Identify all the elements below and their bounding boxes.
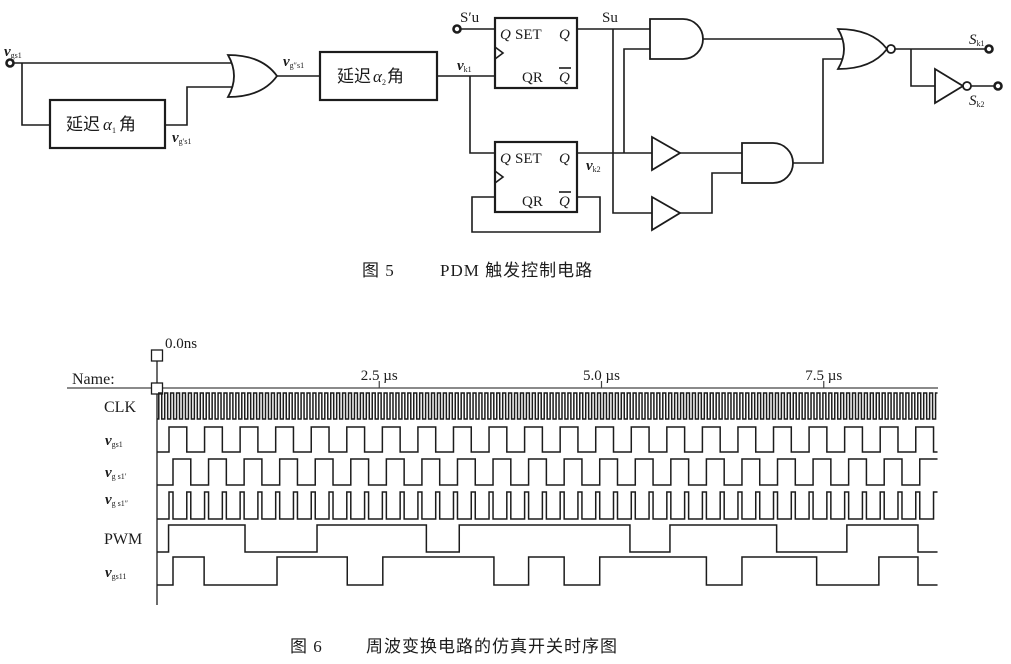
terminal-sk1-output xyxy=(984,44,994,54)
ff2-q-input: Q xyxy=(500,151,511,167)
label-vg-dprime-s1: vg″s1 xyxy=(283,54,304,70)
ff1-set-label: SET xyxy=(515,27,542,43)
signal-label-vgs1-double-prime: vg s1″ xyxy=(105,492,128,508)
inverter xyxy=(934,67,965,105)
figure-6-title: 周波变换电路的仿真开关时序图 xyxy=(366,637,618,656)
and-gate-2 xyxy=(741,142,794,184)
figure-6-number: 图 6 xyxy=(290,637,323,656)
ff2-set-label: SET xyxy=(515,151,542,167)
wire-su-to-buffer2 xyxy=(612,29,652,214)
waveform-clk xyxy=(157,392,938,420)
timing-diagram: Name: 0.0ns 2.5 µs 5.0 µs 7.5 µs CLK vgs… xyxy=(67,336,938,605)
and-gate-1 xyxy=(649,18,704,60)
ff1-qr-label: QR xyxy=(522,70,543,86)
cursor-handle-top[interactable] xyxy=(150,349,164,362)
ff2-qbar-output: Q xyxy=(559,194,570,210)
label-s-prime-u: S′u xyxy=(460,10,480,26)
wire-vgs1-to-delay1 xyxy=(21,63,50,126)
signal-label-clk: CLK xyxy=(104,399,136,416)
ff1-q-input: Q xyxy=(500,27,511,43)
buffer-2 xyxy=(651,195,682,232)
waveforms xyxy=(157,392,938,586)
wire-nor-to-inverter xyxy=(910,49,935,87)
signal-label-vgs1-prime: vg s1′ xyxy=(105,465,127,481)
figure-5-title: PDM 触发控制电路 xyxy=(440,261,593,280)
flip-flop-2: Q SET Q QR Q xyxy=(493,140,579,214)
time-tick-label: 5.0 µs xyxy=(583,368,620,384)
delay-alpha1-block xyxy=(48,98,167,150)
ff2-clock-triangle-icon xyxy=(494,169,505,185)
label-sk1: Sk1 xyxy=(969,32,985,48)
cursor-time-readout: 0.0ns xyxy=(165,336,197,352)
waveform-vgs1-double-prime xyxy=(157,491,938,520)
ff1-q-output: Q xyxy=(559,27,570,43)
wire-vk1-to-ff2 xyxy=(469,76,495,154)
label-sk2: Sk2 xyxy=(969,93,985,109)
wire-ff2-feedback-loop xyxy=(471,196,601,233)
label-su: Su xyxy=(602,10,618,26)
signal-label-vgs1: vgs1 xyxy=(105,433,123,449)
label-vgs1-input: vgs1 xyxy=(4,44,22,60)
waveform-vgs1-prime xyxy=(157,458,938,486)
label-vk1: vk1 xyxy=(457,58,472,74)
waveform-pwm xyxy=(157,524,938,553)
wire-buffer2-to-and2 xyxy=(680,172,742,214)
signal-label-pwm: PWM xyxy=(104,531,142,548)
wire-and2-to-nor xyxy=(793,58,842,164)
ff1-qbar-output: Q xyxy=(559,70,570,86)
time-tick-label: 7.5 µs xyxy=(805,368,842,384)
wire-vk2-to-and1 xyxy=(623,48,650,153)
flip-flop-1-body xyxy=(493,16,579,90)
ff2-qr-label: QR xyxy=(522,194,543,210)
or-gate xyxy=(226,54,279,98)
wire-delay1-to-or xyxy=(165,86,232,126)
nor-inversion-bubble xyxy=(886,44,896,54)
time-tick-marks xyxy=(378,381,825,388)
label-vg-prime-s1: vg′s1 xyxy=(172,130,192,146)
terminal-sk2-output xyxy=(993,81,1003,91)
terminal-vgs1-input xyxy=(5,58,15,68)
waveform-vgs11 xyxy=(157,556,938,586)
signal-label-vgs11: vgs11 xyxy=(105,565,127,581)
flip-flop-1: Q SET Q QR Q xyxy=(493,16,579,90)
nor-gate xyxy=(836,28,889,70)
label-vk2: vk2 xyxy=(586,158,601,174)
name-column-header: Name: xyxy=(72,371,115,388)
time-tick-label: 2.5 µs xyxy=(361,368,398,384)
inverter-bubble xyxy=(962,81,972,91)
figure-5-number: 图 5 xyxy=(362,261,395,280)
ff1-clock-triangle-icon xyxy=(494,45,505,61)
terminal-s-prime-u xyxy=(452,24,462,34)
buffer-1 xyxy=(651,135,682,172)
ff2-q-output: Q xyxy=(559,151,570,167)
waveform-vgs1 xyxy=(157,426,938,453)
